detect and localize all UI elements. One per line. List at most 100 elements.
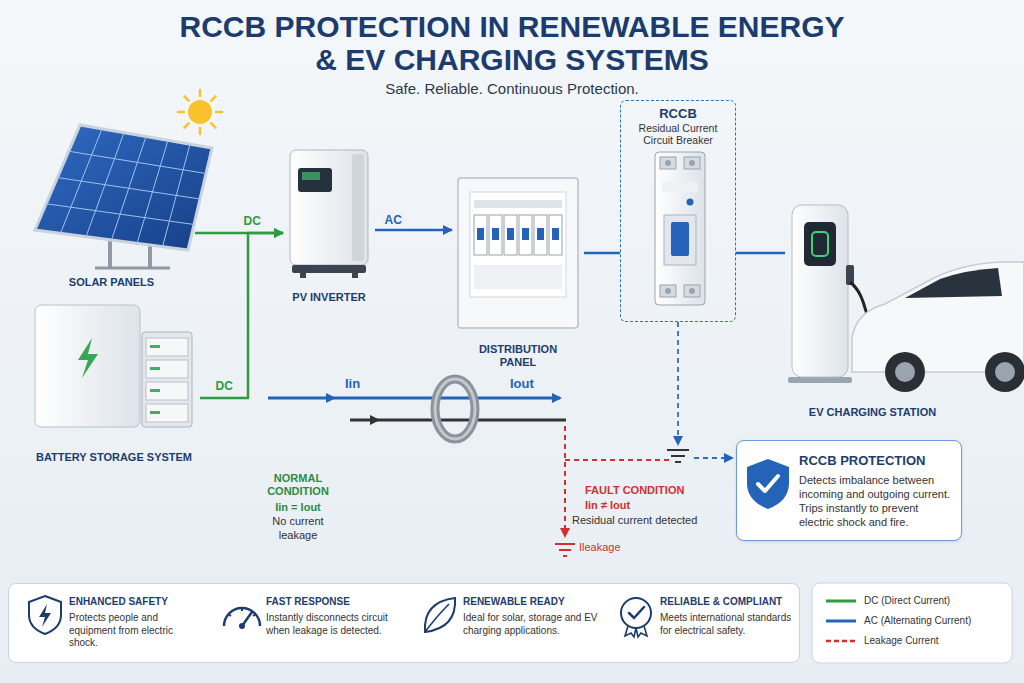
legend-box-part xyxy=(812,583,1012,663)
inverter-illustration xyxy=(290,150,368,278)
distribution-panel-illustration-part xyxy=(474,265,562,289)
protection-box: RCCB PROTECTIONDetects imbalance between… xyxy=(736,440,962,541)
electric-car-illustration-part xyxy=(885,352,925,392)
feature-body: Ideal for solar, storage and EV charging… xyxy=(463,612,598,637)
electric-car-illustration-part xyxy=(995,362,1015,382)
rccb-device-illustration-part xyxy=(684,285,700,297)
sun-icon-part-part xyxy=(184,96,188,100)
component-label: EV CHARGING STATION xyxy=(809,406,936,420)
feature-icons-part-part xyxy=(39,604,51,627)
condition-equation: Iin ≠ Iout xyxy=(585,499,715,511)
ev-charger-illustration-part xyxy=(804,222,836,266)
battery-illustration-part-part xyxy=(150,345,160,348)
distribution-panel-illustration-part-part xyxy=(534,215,547,255)
feature-icons-part-part xyxy=(239,623,245,629)
condition-heading: FAULT CONDITION xyxy=(585,484,715,496)
feature-icons-part xyxy=(621,598,651,637)
battery-illustration-part xyxy=(142,332,192,427)
ev-charger-illustration-part xyxy=(812,232,828,256)
connector-label: DC xyxy=(241,214,264,228)
rccb-earth-link xyxy=(667,322,732,462)
ev-charger-illustration-part xyxy=(792,205,848,377)
protection-body: Detects imbalance between incoming and o… xyxy=(799,473,951,530)
feature-icons-part xyxy=(425,598,455,632)
battery-illustration-part xyxy=(78,338,98,378)
distribution-panel-illustration-part-part xyxy=(537,228,544,240)
feature-icons-part-part xyxy=(425,598,455,632)
current-transformer-diagram-part xyxy=(435,379,475,439)
current-label: Iout xyxy=(510,376,554,391)
inverter-illustration-part xyxy=(292,265,366,273)
distribution-panel-illustration-part xyxy=(474,200,562,208)
distribution-panel-illustration-part-part xyxy=(549,215,562,255)
current-label: Iin xyxy=(345,376,385,391)
distribution-panel-illustration-part-part xyxy=(519,215,532,255)
subtitle: Safe. Reliable. Continuous Protection. xyxy=(212,80,812,97)
distribution-panel-illustration-part-part xyxy=(477,228,484,240)
legend-box xyxy=(812,583,1012,663)
feature-icons-part-part xyxy=(625,626,636,637)
electric-car-illustration xyxy=(852,262,1024,392)
legend-box-part xyxy=(826,600,856,603)
sun-icon-part xyxy=(178,90,222,134)
ev-charger-node: EV CHARGING STATION xyxy=(785,195,960,420)
distribution-panel-illustration-part xyxy=(477,228,559,240)
rccb-subtitle: Residual Current Circuit Breaker xyxy=(625,122,731,147)
feature-icons-part-part xyxy=(636,626,647,637)
inverter-illustration-part xyxy=(300,273,306,278)
distribution-panel-node: DISTRIBUTION PANEL xyxy=(452,175,584,370)
sun-icon-part-part xyxy=(199,90,202,96)
leakage-current-label: Ileakage xyxy=(579,541,649,553)
connector-label: DC xyxy=(213,379,236,393)
rccb-device-illustration-part xyxy=(665,288,671,294)
sun-icon-part-part xyxy=(211,123,215,127)
sun-icon xyxy=(178,90,222,134)
feature-icons-part-part xyxy=(29,596,61,634)
inverter-illustration-part xyxy=(352,154,364,261)
current-transformer-diagram-part xyxy=(350,419,566,422)
solar-panel-illustration-part-part xyxy=(69,151,206,173)
current-transformer-diagram-part xyxy=(268,397,560,400)
battery-illustration-part-part xyxy=(150,411,160,414)
distribution-panel-illustration-part-part xyxy=(474,215,487,255)
solar-panel-illustration-part-part xyxy=(46,204,194,225)
leakage-path-part-part xyxy=(555,543,575,545)
component-label: SOLAR PANELS xyxy=(69,276,154,290)
sun-icon-part-part xyxy=(211,96,215,100)
rccb-device-illustration-part xyxy=(662,182,698,192)
battery-illustration-part xyxy=(150,345,160,414)
solar-panel-illustration-part xyxy=(35,125,212,250)
battery-illustration-part xyxy=(35,305,140,427)
rccb-device-illustration-part xyxy=(689,160,695,166)
solar-panel-illustration-part xyxy=(46,129,206,247)
feature-icons-part-part xyxy=(241,608,243,611)
battery-illustration-part-part xyxy=(150,389,160,392)
battery-illustration-part xyxy=(146,338,188,422)
legend-text: DC (Direct Current) xyxy=(864,594,950,608)
distribution-panel-illustration-part xyxy=(458,178,578,328)
condition-note: Residual current detected xyxy=(572,514,722,526)
legend-text: AC (Alternating Current) xyxy=(864,614,971,628)
battery-illustration-part-part xyxy=(146,338,188,356)
feature-body: Instantly disconnects circuit when leaka… xyxy=(266,612,401,637)
current-transformer-diagram-part xyxy=(370,415,380,425)
rccb-device-illustration-part xyxy=(660,157,676,169)
inverter-illustration-part xyxy=(290,150,368,265)
rccb-earth-link-part xyxy=(694,457,732,459)
rccb-earth-link-part-part xyxy=(671,455,685,457)
shield-check-icon-part xyxy=(758,476,778,491)
solar-panel-node: SOLAR PANELS xyxy=(28,100,195,290)
leakage-path-part-part xyxy=(559,549,571,551)
electric-car-illustration-part xyxy=(985,352,1024,392)
current-transformer-diagram-part xyxy=(435,379,475,439)
solar-panel-illustration-part-part xyxy=(58,178,201,200)
shield-check-icon-part xyxy=(747,459,789,509)
feature-heading: FAST RESPONSE xyxy=(266,596,401,609)
legend-box-part xyxy=(826,620,856,623)
feature-heading: RENEWABLE READY xyxy=(463,596,598,609)
